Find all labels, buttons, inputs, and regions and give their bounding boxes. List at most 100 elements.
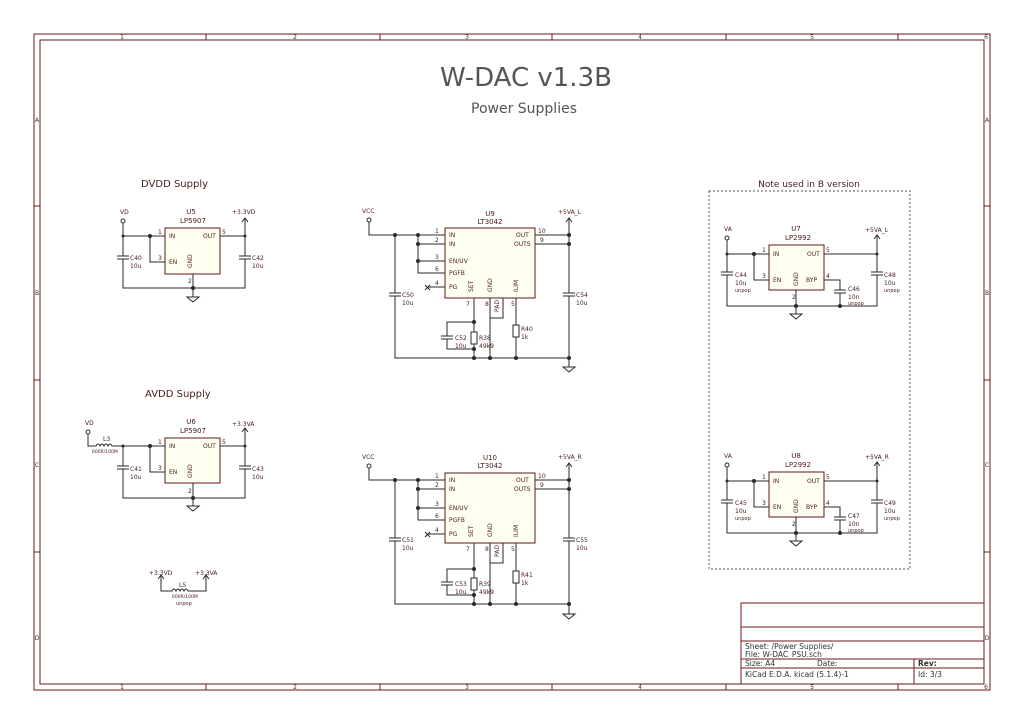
pin-name: GND — [187, 254, 194, 268]
pin-name: IN — [449, 241, 455, 248]
pin-name: SET — [468, 280, 475, 292]
pin-number: 2 — [435, 482, 439, 489]
component-ref: C55 — [576, 537, 588, 544]
pin-name: OUT — [516, 232, 529, 239]
not-used-group: Note used in B version — [708, 180, 911, 570]
dvdd-supply: DVDD Supply U5 LP5907 IN OUT EN GND 1 5 … — [117, 179, 264, 303]
pin-number: 1 — [435, 228, 439, 235]
pin-name: IN — [773, 251, 779, 258]
rail-label: +5VA_R — [558, 454, 582, 461]
component-value: LT3042 — [477, 218, 502, 226]
col-marker: 5 — [810, 684, 814, 691]
pin-number: 1 — [762, 247, 766, 254]
component-value: 10u — [402, 300, 414, 307]
component-ref: U8 — [791, 452, 801, 460]
component-value: 10u — [576, 545, 588, 552]
rail-label: VA — [724, 226, 733, 233]
pin-name: GND — [487, 523, 494, 537]
component-ref: R38 — [479, 335, 491, 342]
component-value: 10n — [848, 521, 860, 528]
pin-number: 9 — [540, 237, 544, 244]
rail-label: +3.3VA — [195, 570, 218, 577]
row-marker: C — [35, 462, 39, 469]
pin-name: PAD — [494, 545, 501, 557]
pin-name: OUT — [203, 443, 216, 450]
row-marker: C — [985, 462, 989, 469]
component-note: unpop — [735, 288, 751, 294]
title-block-sheet: Sheet: /Power Supplies/ — [745, 642, 834, 651]
pin-name: OUT — [203, 233, 216, 240]
component-value: 10u — [884, 508, 896, 515]
pin-name: EN — [773, 504, 781, 511]
row-marker: D — [985, 635, 990, 642]
pin-name: GND — [793, 499, 800, 513]
pin-number: 2 — [435, 237, 439, 244]
component-value: LP2992 — [785, 234, 811, 242]
col-marker: 1 — [120, 34, 124, 41]
component-value: 1k — [521, 334, 529, 341]
component-ref: U5 — [186, 208, 196, 216]
col-marker: 1 — [120, 684, 124, 691]
sheet-subtitle: Power Supplies — [471, 101, 577, 117]
component-note: unpop — [848, 301, 864, 307]
pin-number: 9 — [540, 482, 544, 489]
pin-name: EN/UV — [449, 505, 469, 512]
component-note: unpop — [884, 288, 900, 294]
component-value: 600R/100M — [92, 449, 118, 455]
component-value: 600R/100M — [172, 594, 198, 600]
component-value: 49k9 — [479, 589, 494, 596]
regulator-body — [444, 472, 536, 544]
pin-name: GND — [187, 464, 194, 478]
component-value: 10n — [848, 294, 860, 301]
col-marker: 2 — [293, 684, 297, 691]
component-value: 10u — [130, 474, 142, 481]
pin-name: GND — [487, 278, 494, 292]
component-value: 10u — [252, 474, 264, 481]
pin-number: 10 — [538, 473, 546, 480]
component-ref: C40 — [130, 255, 142, 262]
regulator-body — [768, 244, 825, 291]
pin-name: IN — [169, 443, 175, 450]
component-value: 49k9 — [479, 343, 494, 350]
component-ref: C46 — [848, 286, 860, 293]
component-ref: U9 — [485, 210, 495, 218]
pin-number: 1 — [435, 473, 439, 480]
pin-name: OUT — [807, 478, 820, 485]
pin-name: IN — [169, 233, 175, 240]
pin-number: 6 — [435, 513, 439, 520]
regulator-body — [164, 227, 221, 275]
component-ref: C53 — [455, 581, 467, 588]
pin-name: ILIM — [513, 525, 520, 537]
component-ref: R39 — [479, 581, 491, 588]
component-ref: C52 — [455, 335, 467, 342]
column-ruler-bottom: 1 2 3 4 5 6 — [120, 684, 988, 691]
pin-number: 4 — [435, 280, 439, 287]
not-used-outline — [708, 190, 911, 570]
pin-name: SET — [468, 525, 475, 537]
lt3042-left: U9 LT3042 IN IN EN/UV PGFB PG OUT OUTS S… — [362, 208, 588, 373]
col-marker: 3 — [465, 684, 469, 691]
section-title: Note used in B version — [758, 180, 860, 190]
row-ruler-left: A B C D — [35, 117, 40, 642]
rail-label: +5VA_R — [865, 454, 889, 461]
col-marker: 4 — [638, 684, 642, 691]
pin-number: 6 — [435, 266, 439, 273]
regulator-body — [768, 471, 825, 518]
component-value: LP5907 — [180, 217, 206, 225]
rail-label: +5VA_L — [865, 227, 889, 234]
pin-name: EN — [169, 259, 177, 266]
component-ref: C49 — [884, 500, 896, 507]
component-value: LT3042 — [477, 462, 502, 470]
component-ref: L3 — [103, 436, 110, 443]
row-ruler-right: A B C D — [985, 117, 990, 642]
lp2992-u8: U8 LP2992 IN OUT EN BYP GND 1 5 3 4 2 VA… — [721, 452, 900, 547]
title-block-id: Id: 3/3 — [918, 670, 942, 679]
title-block: Sheet: /Power Supplies/ File: W-DAC_PSU.… — [740, 602, 985, 685]
component-ref: U7 — [791, 225, 801, 233]
pin-name: EN — [773, 277, 781, 284]
pin-name: PGFB — [449, 517, 465, 524]
row-marker: A — [35, 117, 40, 124]
pin-number: 3 — [158, 465, 162, 472]
sheet-title: W-DAC v1.3B — [440, 63, 612, 93]
